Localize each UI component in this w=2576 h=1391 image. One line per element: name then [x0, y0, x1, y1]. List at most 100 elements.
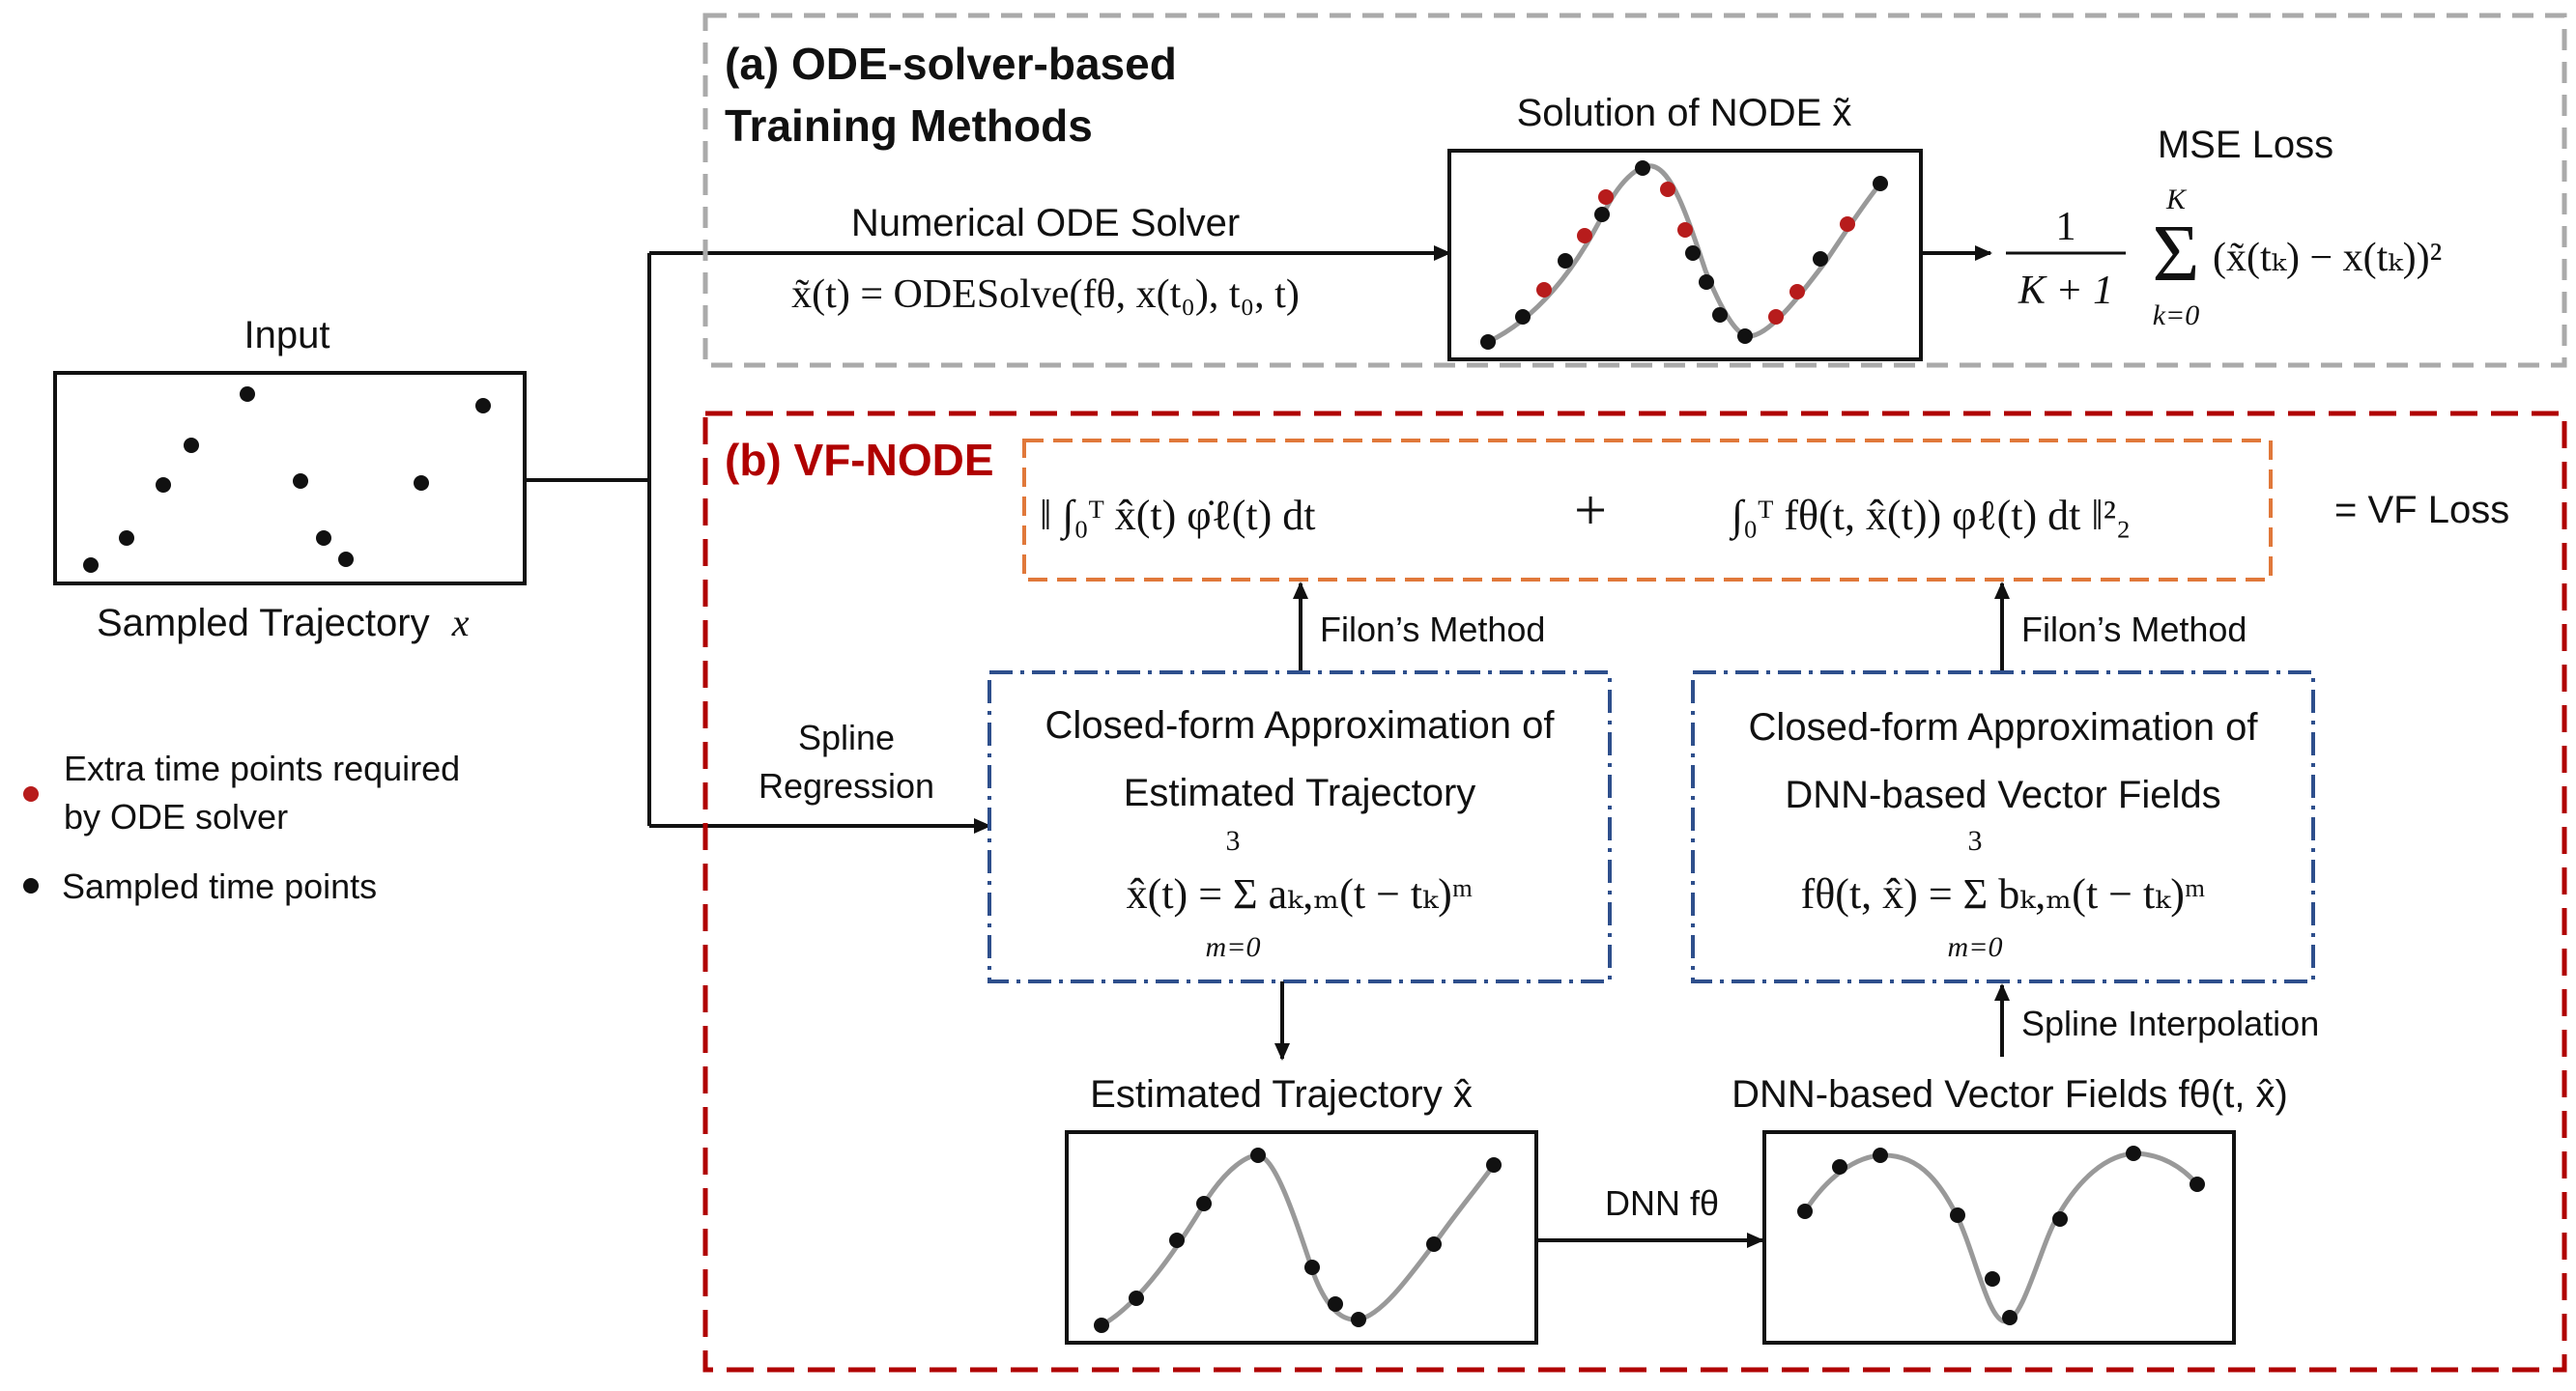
- legend-extra-line1: Extra time points required: [64, 749, 460, 788]
- solution-plot-box: [1447, 149, 1923, 361]
- filon-left-label: Filon’s Method: [1320, 610, 1545, 649]
- est-traj-point: [1486, 1157, 1502, 1173]
- cf-left-equation: x̂(t) = Σ aₖ,ₘ(t − tₖ)ᵐ: [1127, 870, 1474, 918]
- est-traj-point: [1328, 1296, 1343, 1312]
- input-point: [83, 557, 99, 573]
- solver-equation: x̃(t) = ODESolve(fθ, x(t₀), t₀, t): [791, 272, 1300, 317]
- est-traj-point: [1094, 1318, 1109, 1333]
- solution-point: [1594, 207, 1610, 222]
- cf-right-line2: DNN-based Vector Fields: [1785, 774, 2220, 816]
- input-point: [414, 475, 429, 491]
- solution-extra-point: [1768, 309, 1784, 325]
- mse-equation: 1 K + 1 K Σ k=0 (x̃(tₖ) − x(tₖ))²: [2006, 184, 2442, 331]
- input-sampled-points: [83, 386, 491, 573]
- vf-loss-label: = VF Loss: [2334, 489, 2509, 531]
- input-plot-box: [53, 371, 527, 585]
- panel-a-title-line2: Training Methods: [725, 100, 1093, 151]
- dnn-vf-point: [2190, 1177, 2205, 1192]
- vf-loss-box: [1022, 439, 2273, 582]
- solution-label: Solution of NODE x̃: [1517, 92, 1852, 134]
- mse-label: MSE Loss: [2158, 124, 2333, 166]
- solution-extra-point: [1677, 222, 1693, 238]
- legend-sampled-dot: [23, 878, 39, 894]
- cf-right-sum-top: 3: [1968, 825, 1983, 857]
- solution-point: [1635, 160, 1650, 176]
- dnn-vf-points: [1797, 1146, 2205, 1325]
- input-caption-text: Sampled Trajectory: [97, 602, 430, 644]
- solution-extra-point: [1840, 216, 1855, 232]
- solution-point: [1873, 176, 1888, 191]
- dnn-vf-point: [1797, 1204, 1813, 1219]
- input-point: [338, 552, 354, 567]
- solution-point: [1712, 307, 1728, 323]
- dnn-vf-point: [1832, 1159, 1847, 1175]
- est-traj-point: [1351, 1312, 1366, 1327]
- panel-b-border: [702, 411, 2567, 1373]
- dnn-arrow-label: DNN fθ: [1605, 1183, 1719, 1223]
- est-traj-point: [1426, 1236, 1442, 1252]
- closed-form-left-box: [987, 670, 1612, 983]
- spline-interp-label: Spline Interpolation: [2021, 1004, 2319, 1043]
- dnn-vf-point: [2002, 1310, 2018, 1325]
- est-traj-label: Estimated Trajectory x̂: [1090, 1073, 1473, 1116]
- closed-form-right-box: [1691, 670, 2315, 983]
- mse-sum-bottom: k=0: [2153, 299, 2200, 331]
- est-traj-points: [1094, 1148, 1502, 1333]
- est-traj-point: [1129, 1291, 1144, 1306]
- input-point: [293, 473, 308, 489]
- cf-right-line1: Closed-form Approximation of: [1749, 706, 2259, 749]
- est-traj-point: [1169, 1233, 1185, 1248]
- solution-extra-point: [1660, 182, 1675, 197]
- cf-right-equation: fθ(t, x̂) = Σ bₖ,ₘ(t − tₖ)ᵐ: [1801, 870, 2206, 918]
- legend-extra-dot: [23, 786, 39, 802]
- dnn-vf-point: [2052, 1211, 2068, 1227]
- dnn-vf-point: [2126, 1146, 2141, 1161]
- est-traj-point: [1304, 1260, 1320, 1275]
- dnn-vf-label: DNN-based Vector Fields fθ(t, x̂): [1732, 1073, 2288, 1116]
- solution-extra-point: [1789, 284, 1805, 299]
- cf-right-sum-bottom: m=0: [1948, 931, 2003, 963]
- vf-plus: +: [1574, 478, 1607, 542]
- spline-regression-line1: Spline: [798, 718, 895, 757]
- panel-a-border: [702, 13, 2567, 368]
- mse-sum-top: K: [2165, 184, 2188, 215]
- solution-point: [1480, 334, 1496, 350]
- input-point: [119, 530, 134, 546]
- solution-point: [1737, 328, 1753, 344]
- input-point: [475, 398, 491, 413]
- spline-regression-line2: Regression: [758, 766, 934, 806]
- mse-sum-sign: Σ: [2153, 209, 2200, 298]
- mse-frac-num: 1: [2056, 205, 2076, 249]
- input-caption-var: x: [451, 601, 470, 644]
- legend-sampled: Sampled time points: [62, 866, 377, 906]
- vf-term-2: ∫₀ᵀ fθ(t, x̂(t)) φℓ(t) dt ‖²₂: [1729, 492, 2131, 541]
- est-traj-plot-box: [1065, 1130, 1538, 1345]
- est-traj-point: [1250, 1148, 1266, 1163]
- input-caption: Sampled Trajectory x: [97, 601, 470, 644]
- solver-label: Numerical ODE Solver: [851, 202, 1240, 244]
- solution-point: [1685, 245, 1701, 261]
- vf-term-1: ‖ ∫₀ᵀ x̂(t) φ̇ℓ(t) dt: [1040, 492, 1315, 541]
- cf-left-sum-top: 3: [1226, 825, 1241, 857]
- mse-frac-den: K + 1: [2018, 269, 2113, 313]
- input-point: [184, 438, 199, 453]
- dnn-vf-point: [1873, 1148, 1888, 1163]
- input-point: [316, 530, 331, 546]
- solution-extra-point: [1598, 189, 1614, 205]
- dnn-vf-point: [1950, 1207, 1965, 1223]
- solution-points: [1480, 160, 1888, 350]
- legend-extra-line2: by ODE solver: [64, 797, 288, 837]
- cf-left-line1: Closed-form Approximation of: [1045, 704, 1556, 747]
- panel-b-title: (b) VF-NODE: [725, 435, 994, 485]
- cf-left-line2: Estimated Trajectory: [1124, 772, 1476, 814]
- input-point: [156, 477, 171, 493]
- dnn-vf-point: [1985, 1271, 2000, 1287]
- input-point: [240, 386, 255, 402]
- solution-point: [1813, 251, 1828, 267]
- solution-extra-point: [1536, 282, 1552, 298]
- panel-a-title-line1: (a) ODE-solver-based: [725, 39, 1177, 89]
- filon-right-label: Filon’s Method: [2021, 610, 2247, 649]
- solution-point: [1558, 253, 1573, 269]
- solution-point: [1699, 274, 1714, 290]
